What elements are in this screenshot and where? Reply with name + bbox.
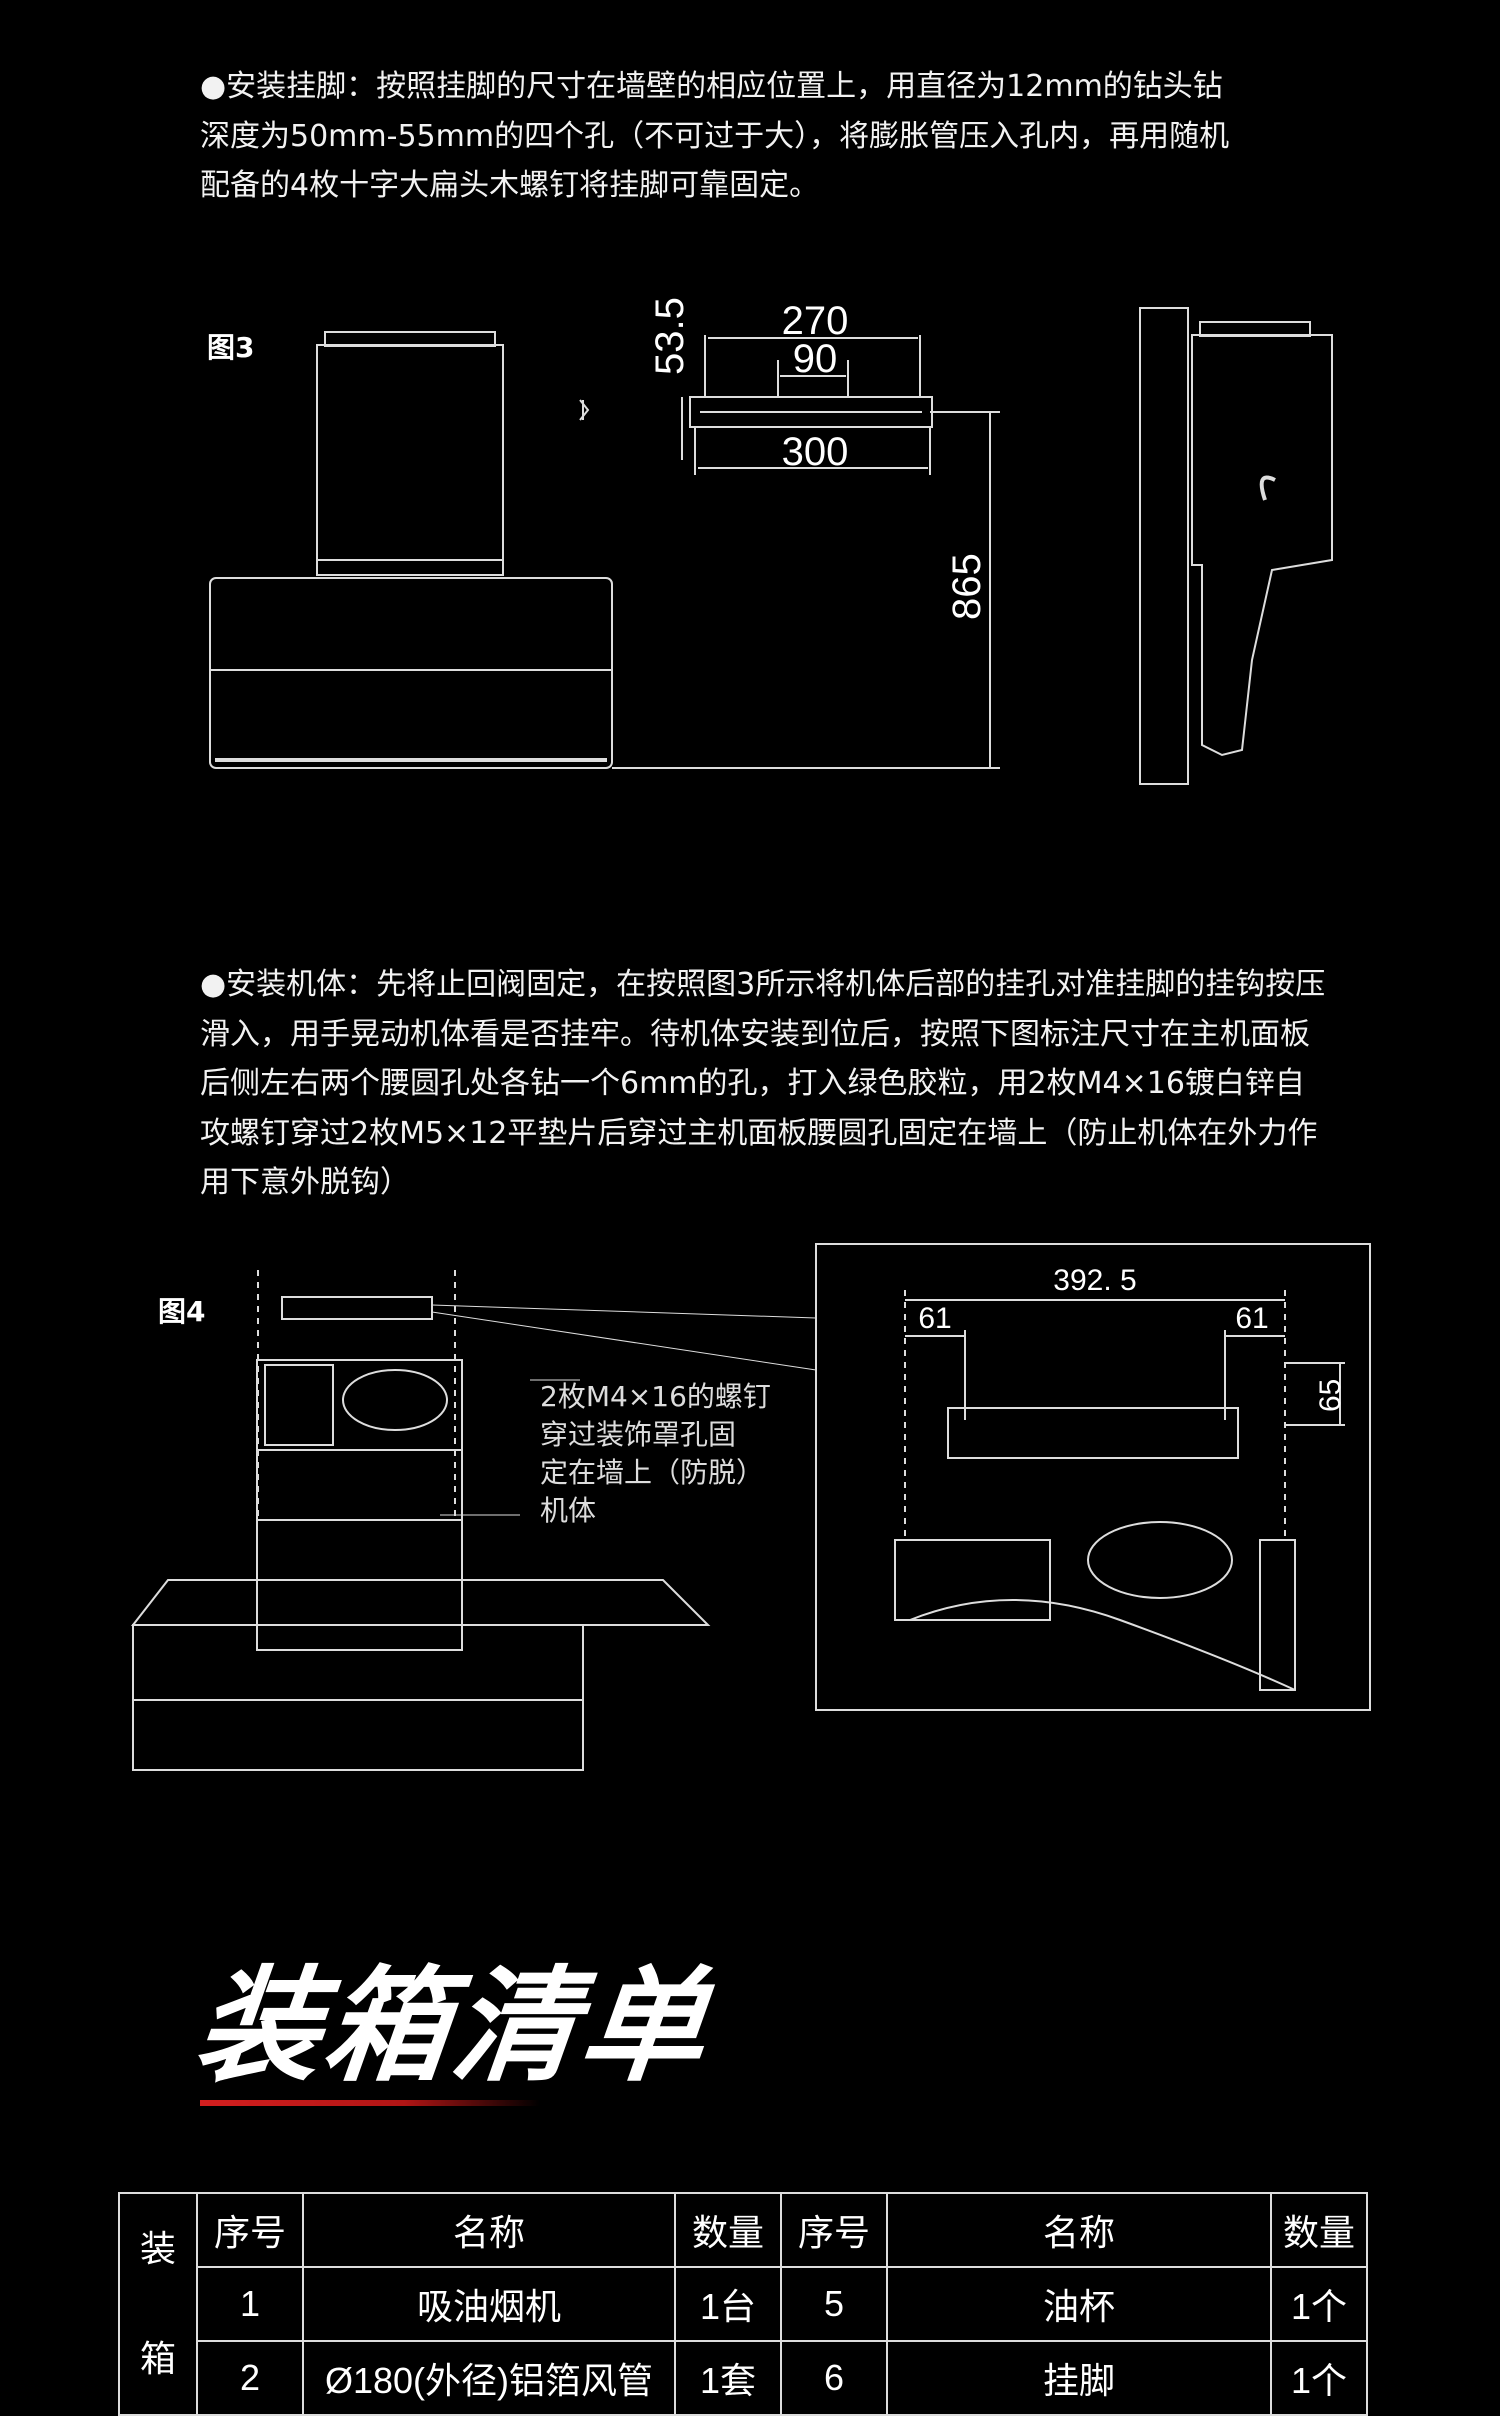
text-line: 配备的4枚十字大扁头木螺钉将挂脚可靠固定。	[200, 168, 820, 203]
hood-front-view	[209, 331, 613, 769]
cell: 1套	[674, 2340, 782, 2416]
figure4-label: 图4	[158, 1295, 206, 1328]
header-cell: 名称	[886, 2192, 1272, 2268]
dim-392-5: 392. 5	[1053, 1264, 1136, 1297]
arrow-icon	[579, 399, 590, 421]
cell: 2	[196, 2340, 304, 2416]
table-header-row: 装箱 序号 名称 数量 序号 名称 数量	[118, 2192, 1368, 2416]
figure3-diagram: 270 90 300 53.5 865	[130, 297, 1371, 1771]
dim-300: 300	[782, 430, 849, 474]
packing-list-title: 装箱清单	[189, 1955, 717, 2099]
cell: 吸油烟机	[302, 2266, 676, 2342]
cell: 6	[780, 2340, 888, 2416]
cell: 挂脚	[886, 2340, 1272, 2416]
figure3-label: 图3	[207, 331, 255, 364]
title-underline	[200, 2100, 540, 2106]
cell: 1个	[1270, 2266, 1368, 2342]
callout-line: 定在墙上（防脱）	[540, 1456, 765, 1489]
figure4-diagram	[130, 1243, 1371, 1771]
cell: 1	[196, 2266, 304, 2342]
text-line: 后侧左右两个腰圆孔处各钻一个6mm的孔，打入绿色胶粒，用2枚M4×16镀白锌自	[200, 1066, 1305, 1101]
cell: Ø180(外径)铝箔风管	[302, 2340, 676, 2416]
text-line: 用下意外脱钩）	[200, 1165, 410, 1200]
header-cell: 名称	[302, 2192, 676, 2268]
dim-90: 90	[793, 337, 838, 381]
cell: 1台	[674, 2266, 782, 2342]
cell: 1个	[1270, 2340, 1368, 2416]
dim-65: 65	[1314, 1379, 1347, 1412]
dim-61-left: 61	[918, 1302, 951, 1335]
install-bracket-instructions: ●安装挂脚：按照挂脚的尺寸在墙壁的相应位置上，用直径为12mm的钻头钻 深度为5…	[200, 62, 1350, 211]
install-body-instructions: ●安装机体：先将止回阀固定，在按照图3所示将机体后部的挂孔对准挂脚的挂钩按压 滑…	[200, 960, 1350, 1208]
table-row: 1 吸油烟机 1台 5 油杯 1个	[119, 2266, 1368, 2342]
text-line: ●安装机体：先将止回阀固定，在按照图3所示将机体后部的挂孔对准挂脚的挂钩按压	[200, 967, 1326, 1002]
cell: 油杯	[886, 2266, 1272, 2342]
text-line: ●安装挂脚：按照挂脚的尺寸在墙壁的相应位置上，用直径为12mm的钻头钻	[200, 69, 1223, 104]
table-row: 2 Ø180(外径)铝箔风管 1套 6 挂脚 1个	[119, 2340, 1368, 2416]
screw-callout: 2枚M4×16的螺钉 穿过装饰罩孔固 定在墙上（防脱） 机体	[540, 1378, 771, 1530]
packing-list-table: 装箱 序号 名称 数量 序号 名称 数量 1 吸油烟机 1台 5 油杯 1个 2…	[118, 2192, 1368, 2416]
callout-line: 穿过装饰罩孔固	[540, 1418, 737, 1451]
cell: 5	[780, 2266, 888, 2342]
bracket-top-view	[612, 335, 1000, 769]
text-line: 滑入，用手晃动机体看是否挂牢。待机体安装到位后，按照下图标注尺寸在主机面板	[200, 1016, 1310, 1052]
header-cell: 数量	[1270, 2192, 1368, 2268]
header-cell: 序号	[196, 2192, 304, 2268]
text-line: 攻螺钉穿过2枚M5×12平垫片后穿过主机面板腰圆孔固定在墙上（防止机体在外力作	[200, 1115, 1318, 1151]
header-cell: 序号	[780, 2192, 888, 2268]
body-label: 机体	[540, 1494, 597, 1527]
side-label: 装箱	[118, 2192, 198, 2416]
dim-53-5: 53.5	[648, 297, 692, 375]
dim-270: 270	[782, 299, 849, 343]
header-cell: 数量	[674, 2192, 782, 2268]
hood-side-view	[1139, 307, 1333, 785]
text-line: 深度为50mm-55mm的四个孔（不可过于大），将膨胀管压入孔内，再用随机	[200, 118, 1230, 154]
callout-line: 2枚M4×16的螺钉	[540, 1380, 771, 1413]
dim-61-right: 61	[1235, 1302, 1268, 1335]
dim-865: 865	[945, 553, 989, 620]
